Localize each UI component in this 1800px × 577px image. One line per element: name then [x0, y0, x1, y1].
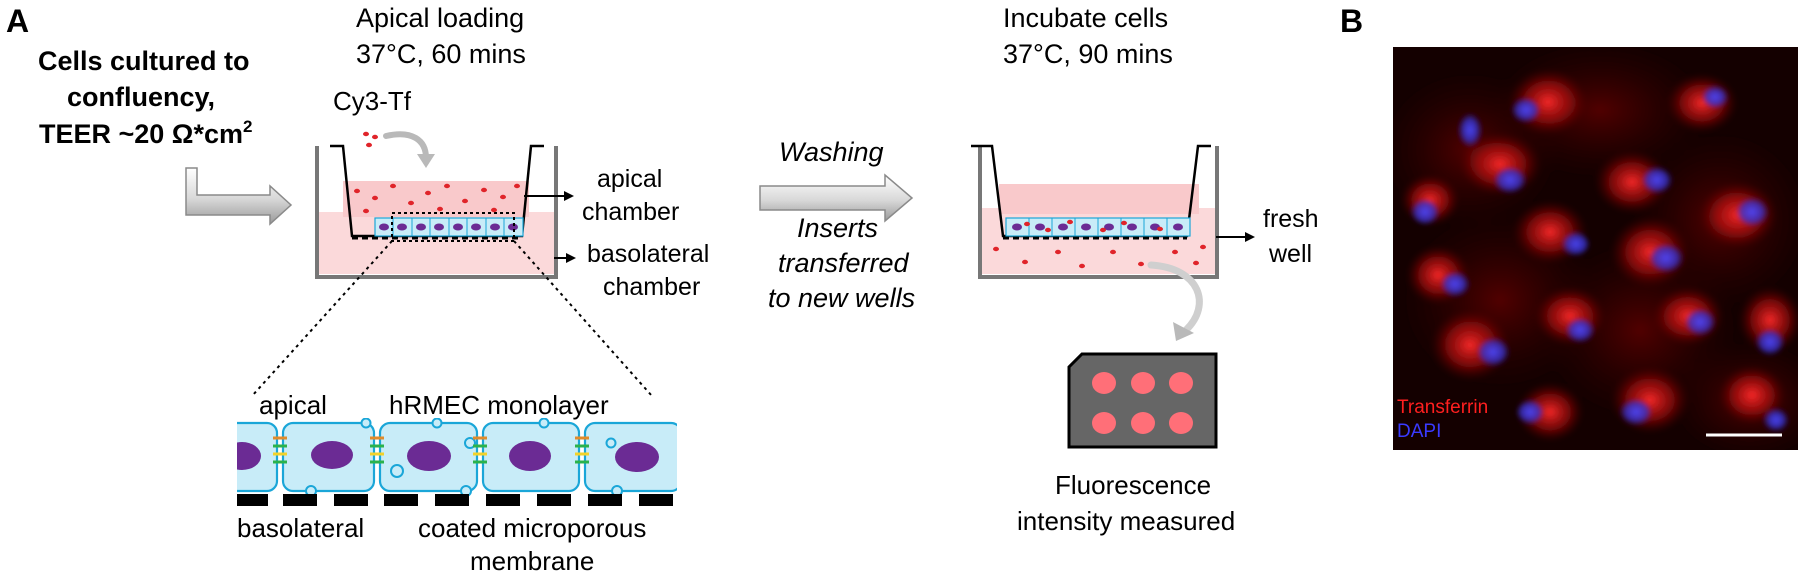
cells-cultured-line1: Cells cultured to: [38, 46, 250, 76]
basolateral-chamber-line2: chamber: [603, 273, 700, 301]
insert-media: [999, 184, 1199, 214]
plate-wells: [1092, 372, 1193, 434]
apical-chamber-line2: chamber: [582, 198, 679, 226]
monolayer-zoom: [237, 418, 677, 506]
curved-arrow-icon: [383, 131, 429, 161]
teer-value: TEER ~20 Ω*cm2: [39, 117, 252, 149]
curved-arrow-plate-icon: [1147, 261, 1203, 334]
apical-loading-title: Apical loading: [356, 3, 524, 33]
washing-label: Washing: [779, 137, 884, 167]
legend-dapi: DAPI: [1397, 421, 1441, 442]
apical-chamber-line1: apical: [597, 165, 662, 193]
incubate-conditions: 37°C, 90 mins: [1003, 39, 1173, 69]
zoom-monolayer-label: hRMEC monolayer: [389, 390, 609, 420]
transwell-incubate: [971, 144, 1219, 279]
legend-transferrin: Transferrin: [1397, 397, 1488, 418]
cells-cultured-caption: Cells cultured to confluency, TEER ~20 Ω…: [38, 46, 252, 149]
fluorescence-line1: Fluorescence: [1055, 470, 1211, 500]
inserts-line1: Inserts: [797, 213, 878, 243]
transferrin-micrograph: Transferrin DAPI: [1393, 47, 1798, 450]
apical-media: [343, 181, 529, 217]
fluorescence-line2: intensity measured: [1017, 506, 1235, 536]
fluorescence-plate: [1067, 352, 1218, 449]
cy3-tf-label: Cy3-Tf: [333, 86, 412, 116]
inserts-line3: to new wells: [768, 283, 915, 313]
panel-b-label: B: [1340, 3, 1363, 39]
zoom-box: [391, 212, 515, 242]
basolateral-chamber-line1: basolateral: [587, 240, 709, 268]
panel-a-label: A: [6, 3, 29, 39]
well-wall: [315, 146, 558, 279]
cy3-tf-dots: [354, 131, 520, 214]
incubate-title: Incubate cells: [1003, 3, 1168, 33]
fresh-well-line1: fresh: [1263, 205, 1319, 233]
bent-arrow-icon: [185, 167, 293, 226]
washing-arrow-icon: [759, 173, 914, 223]
cells-cultured-line2: confluency,: [67, 82, 215, 112]
fresh-well-line2: well: [1268, 240, 1312, 268]
inserts-line2: transferred: [778, 248, 910, 278]
fresh-well-wall: [978, 146, 1219, 279]
zoom-basolateral-label: basolateral: [237, 513, 364, 543]
zoom-membrane-line1: coated microporous: [418, 513, 646, 543]
apical-loading-conditions: 37°C, 60 mins: [356, 39, 526, 69]
transwell-loading: [315, 131, 558, 279]
released-tf-dots: [993, 219, 1206, 269]
micrograph-cells: [1393, 47, 1798, 450]
zoom-apical-label: apical: [259, 390, 327, 420]
zoom-membrane-line2: membrane: [470, 546, 594, 576]
